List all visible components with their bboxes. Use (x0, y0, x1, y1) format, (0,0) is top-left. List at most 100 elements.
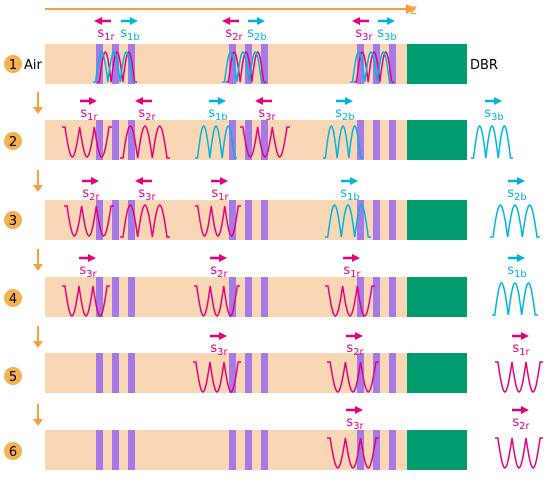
layer-stripe (245, 200, 252, 240)
signal-label-base: s (210, 341, 217, 356)
arrow-head (33, 341, 43, 348)
air-label: Air (24, 58, 43, 73)
signal-label: s3b (484, 106, 504, 123)
signal-label: s2r (346, 341, 364, 358)
signal-label: s2b (247, 26, 267, 43)
signal-label: s2b (507, 186, 527, 203)
layer-stripe (112, 353, 119, 393)
layer-stripe (357, 430, 364, 470)
step-circle (4, 367, 22, 385)
layer-stripe (261, 353, 268, 393)
step-number: 6 (9, 445, 17, 460)
signal-label-base: s (507, 186, 514, 201)
pulse-blue (492, 282, 538, 316)
signal-label-subscript: 3r (362, 32, 373, 43)
step-marker-1: 1 (4, 55, 22, 73)
signal-s3b: s3b (377, 17, 397, 43)
pulse-blue (490, 204, 540, 238)
signal-label-subscript: 3r (86, 269, 97, 280)
signal-label-subscript: 2r (519, 421, 530, 432)
layer-stripe (373, 120, 380, 160)
layer-stripe (128, 120, 135, 160)
pulse-red (495, 437, 543, 469)
dbr-label: DBR (470, 58, 498, 73)
signal-label: s2r (210, 263, 228, 280)
signal-label-base: s (225, 26, 232, 41)
direction-arrow-head (89, 97, 97, 105)
direction-arrow-head (255, 97, 263, 105)
signal-s3b-row2: s3b (471, 97, 513, 159)
pulse-red (120, 125, 170, 159)
direction-arrow-head (135, 177, 143, 185)
signal-label-subscript: 2r (232, 32, 243, 43)
signal-label: s2r (225, 26, 243, 43)
signal-s2b: s2b (247, 17, 267, 43)
signal-label-subscript: 3r (145, 192, 156, 203)
layer-stripe (389, 44, 396, 84)
signal-label-subscript: 1b (127, 32, 140, 43)
layer-stripe (261, 430, 268, 470)
signal-label: s3r (258, 106, 276, 123)
pulse-red (62, 285, 110, 317)
step-number: 3 (9, 214, 17, 229)
signal-label: s1r (211, 186, 229, 203)
layer-stripe (229, 44, 236, 84)
layer-stripe (96, 44, 103, 84)
direction-arrow-head (517, 254, 525, 262)
signal-label: s3r (355, 26, 373, 43)
signal-s3r-row5: s3r (193, 332, 241, 393)
layer-stripe (389, 430, 396, 470)
arrow-head (33, 419, 43, 426)
signal-label-base: s (343, 263, 350, 278)
signal-label: s1b (120, 26, 140, 43)
signal-label: s3b (377, 26, 397, 43)
signal-label-base: s (512, 415, 519, 430)
direction-arrow-head (494, 97, 502, 105)
signal-label: s1r (97, 26, 115, 43)
signal-label-base: s (138, 186, 145, 201)
signal-s3r-row3: s3r (120, 177, 170, 238)
direction-arrow-head (355, 332, 363, 340)
signal-s3r: s3r (352, 17, 374, 43)
pulse-red (195, 205, 241, 237)
signal-label-subscript: 1b (215, 112, 228, 123)
step-circle (4, 211, 22, 229)
signal-label-base: s (258, 106, 265, 121)
layer-stripe (357, 120, 364, 160)
layer-stripe (261, 277, 268, 317)
step-marker-4: 4 (4, 289, 22, 307)
step-circle (4, 289, 22, 307)
signal-s1r: s1r (94, 17, 116, 43)
signal-s3r-row6: s3r (327, 406, 379, 469)
arrow-head (33, 264, 43, 271)
pulse-red (64, 205, 114, 237)
step-marker-6: 6 (4, 442, 22, 460)
signal-label-base: s (355, 26, 362, 41)
layer-stripe (245, 353, 252, 393)
pulse-red (97, 50, 137, 83)
layer-stripe (128, 277, 135, 317)
signal-s2r: s2r (222, 17, 244, 43)
dbr-block (407, 353, 467, 393)
signal-label-subscript: 1r (87, 112, 98, 123)
signal-label-base: s (80, 106, 87, 121)
pulse-red (226, 50, 266, 83)
layer-stripe (357, 277, 364, 317)
direction-arrow-head (355, 406, 363, 414)
layer-stripe (245, 120, 252, 160)
step-down-arrow-4 (33, 326, 43, 348)
step-marker-3: 3 (4, 211, 22, 229)
direction-arrow-head (222, 17, 230, 25)
signal-label-subscript: 3b (384, 32, 397, 43)
layer-stripe (112, 277, 119, 317)
direction-arrow-head (257, 17, 265, 25)
signal-label: s3r (346, 415, 364, 432)
signal-label-subscript: 2b (342, 112, 355, 123)
direction-arrow-head (345, 97, 353, 105)
signal-label: s1b (507, 263, 527, 280)
layer-stripe (229, 200, 236, 240)
dbr-block (407, 277, 467, 317)
dbr-block (407, 200, 467, 240)
